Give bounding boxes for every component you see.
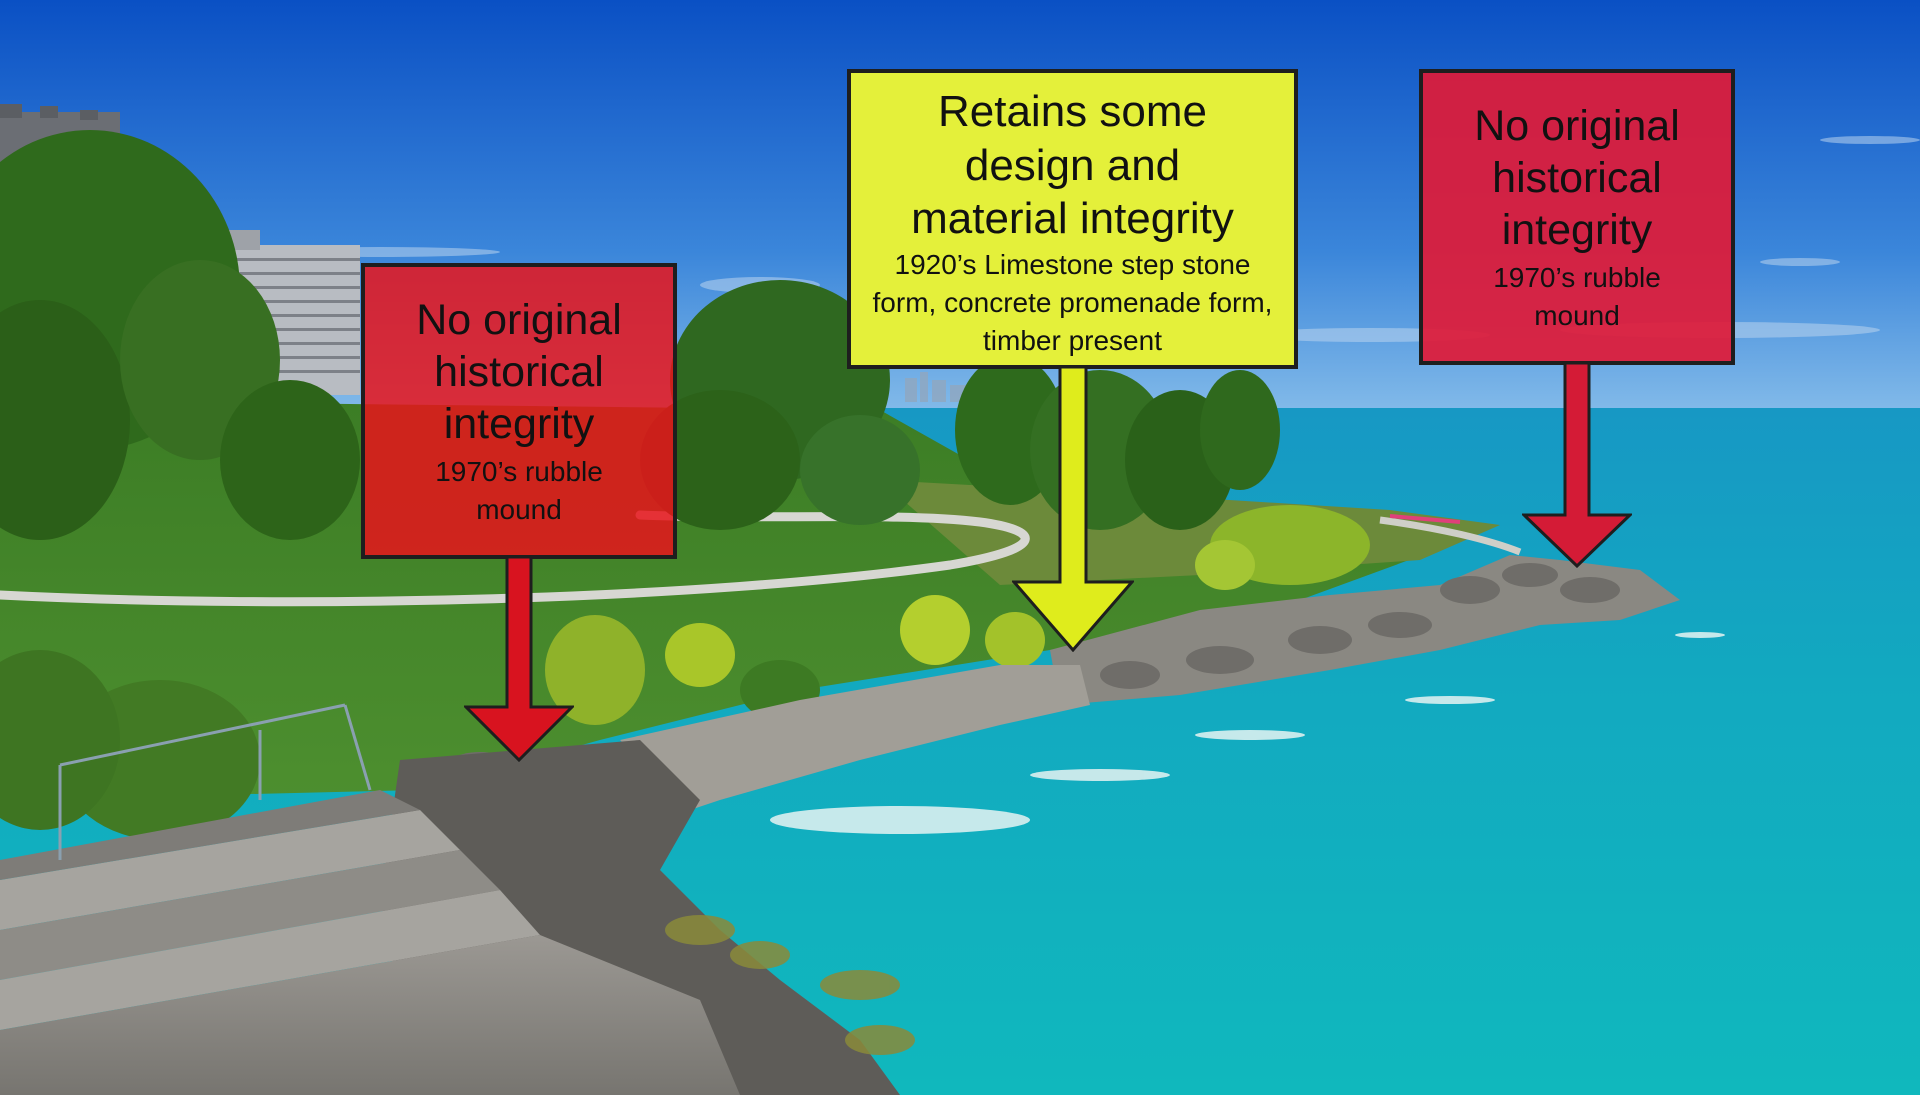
callout-center-heading: Retains some design and material integri…	[911, 87, 1234, 244]
callout-right-no-integrity: No original historical integrity 1970’s …	[1419, 69, 1735, 365]
callout-center-partial-integrity: Retains some design and material integri…	[847, 69, 1298, 369]
arrow-down-icon	[464, 557, 574, 762]
arrow-down-icon	[1012, 367, 1134, 652]
arrow-down-icon	[1522, 363, 1632, 568]
callout-right-detail: 1970’s rubble mound	[1493, 261, 1661, 331]
callout-center-detail: 1920’s Limestone step stone form, concre…	[872, 249, 1273, 356]
callout-right-heading: No original historical integrity	[1474, 101, 1680, 255]
callout-left-detail: 1970’s rubble mound	[435, 455, 603, 525]
algae-rocks	[665, 915, 915, 1055]
callout-left-no-integrity: No original historical integrity 1970’s …	[361, 263, 677, 559]
callout-left-heading: No original historical integrity	[416, 295, 622, 449]
surf-foam	[770, 632, 1725, 834]
concrete-steps	[0, 790, 740, 1095]
chain-link-fence	[58, 703, 372, 860]
distant-skyline	[905, 372, 970, 402]
pink-fence	[1389, 514, 1461, 524]
promenade-slabs	[620, 665, 1090, 810]
upper-path	[1379, 516, 1522, 556]
trees	[0, 130, 1370, 840]
